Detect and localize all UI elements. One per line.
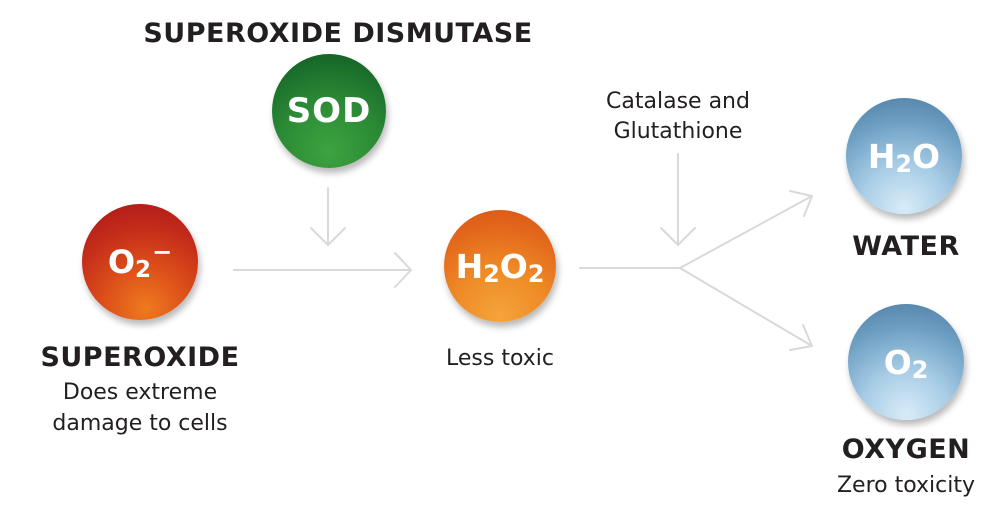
- peroxide-symbol: H2O2: [455, 246, 545, 288]
- superoxide-symbol: O2−: [107, 237, 173, 284]
- water-symbol: H2O: [867, 136, 941, 178]
- peroxide-circle: H2O2: [444, 210, 556, 322]
- sod-symbol: SOD: [286, 91, 372, 131]
- oxygen-desc: Zero toxicity: [836, 473, 975, 498]
- catalysts-line1: Catalase and: [606, 89, 750, 114]
- superoxide-circle: O2−: [82, 204, 198, 320]
- enzyme-title: SUPEROXIDE DISMUTASE: [143, 18, 533, 49]
- sod-circle: SOD: [272, 54, 386, 168]
- catalase-down-arrow: [660, 153, 696, 246]
- superoxide-to-peroxide-arrow: [233, 252, 412, 288]
- peroxide-desc: Less toxic: [446, 346, 554, 371]
- catalysts-line2: Glutathione: [613, 119, 743, 144]
- sod-down-arrow: [310, 187, 346, 246]
- superoxide-desc-line1: Does extreme: [62, 380, 218, 405]
- oxygen-circle: O2: [848, 304, 964, 420]
- oxygen-symbol: O2: [883, 342, 929, 384]
- superoxide-title: SUPEROXIDE: [40, 342, 240, 373]
- water-title: WATER: [852, 231, 960, 262]
- superoxide-desc-line2: damage to cells: [52, 411, 228, 436]
- oxygen-title: OXYGEN: [841, 434, 971, 465]
- water-circle: H2O: [846, 98, 962, 214]
- peroxide-to-products-arrow: [579, 190, 813, 351]
